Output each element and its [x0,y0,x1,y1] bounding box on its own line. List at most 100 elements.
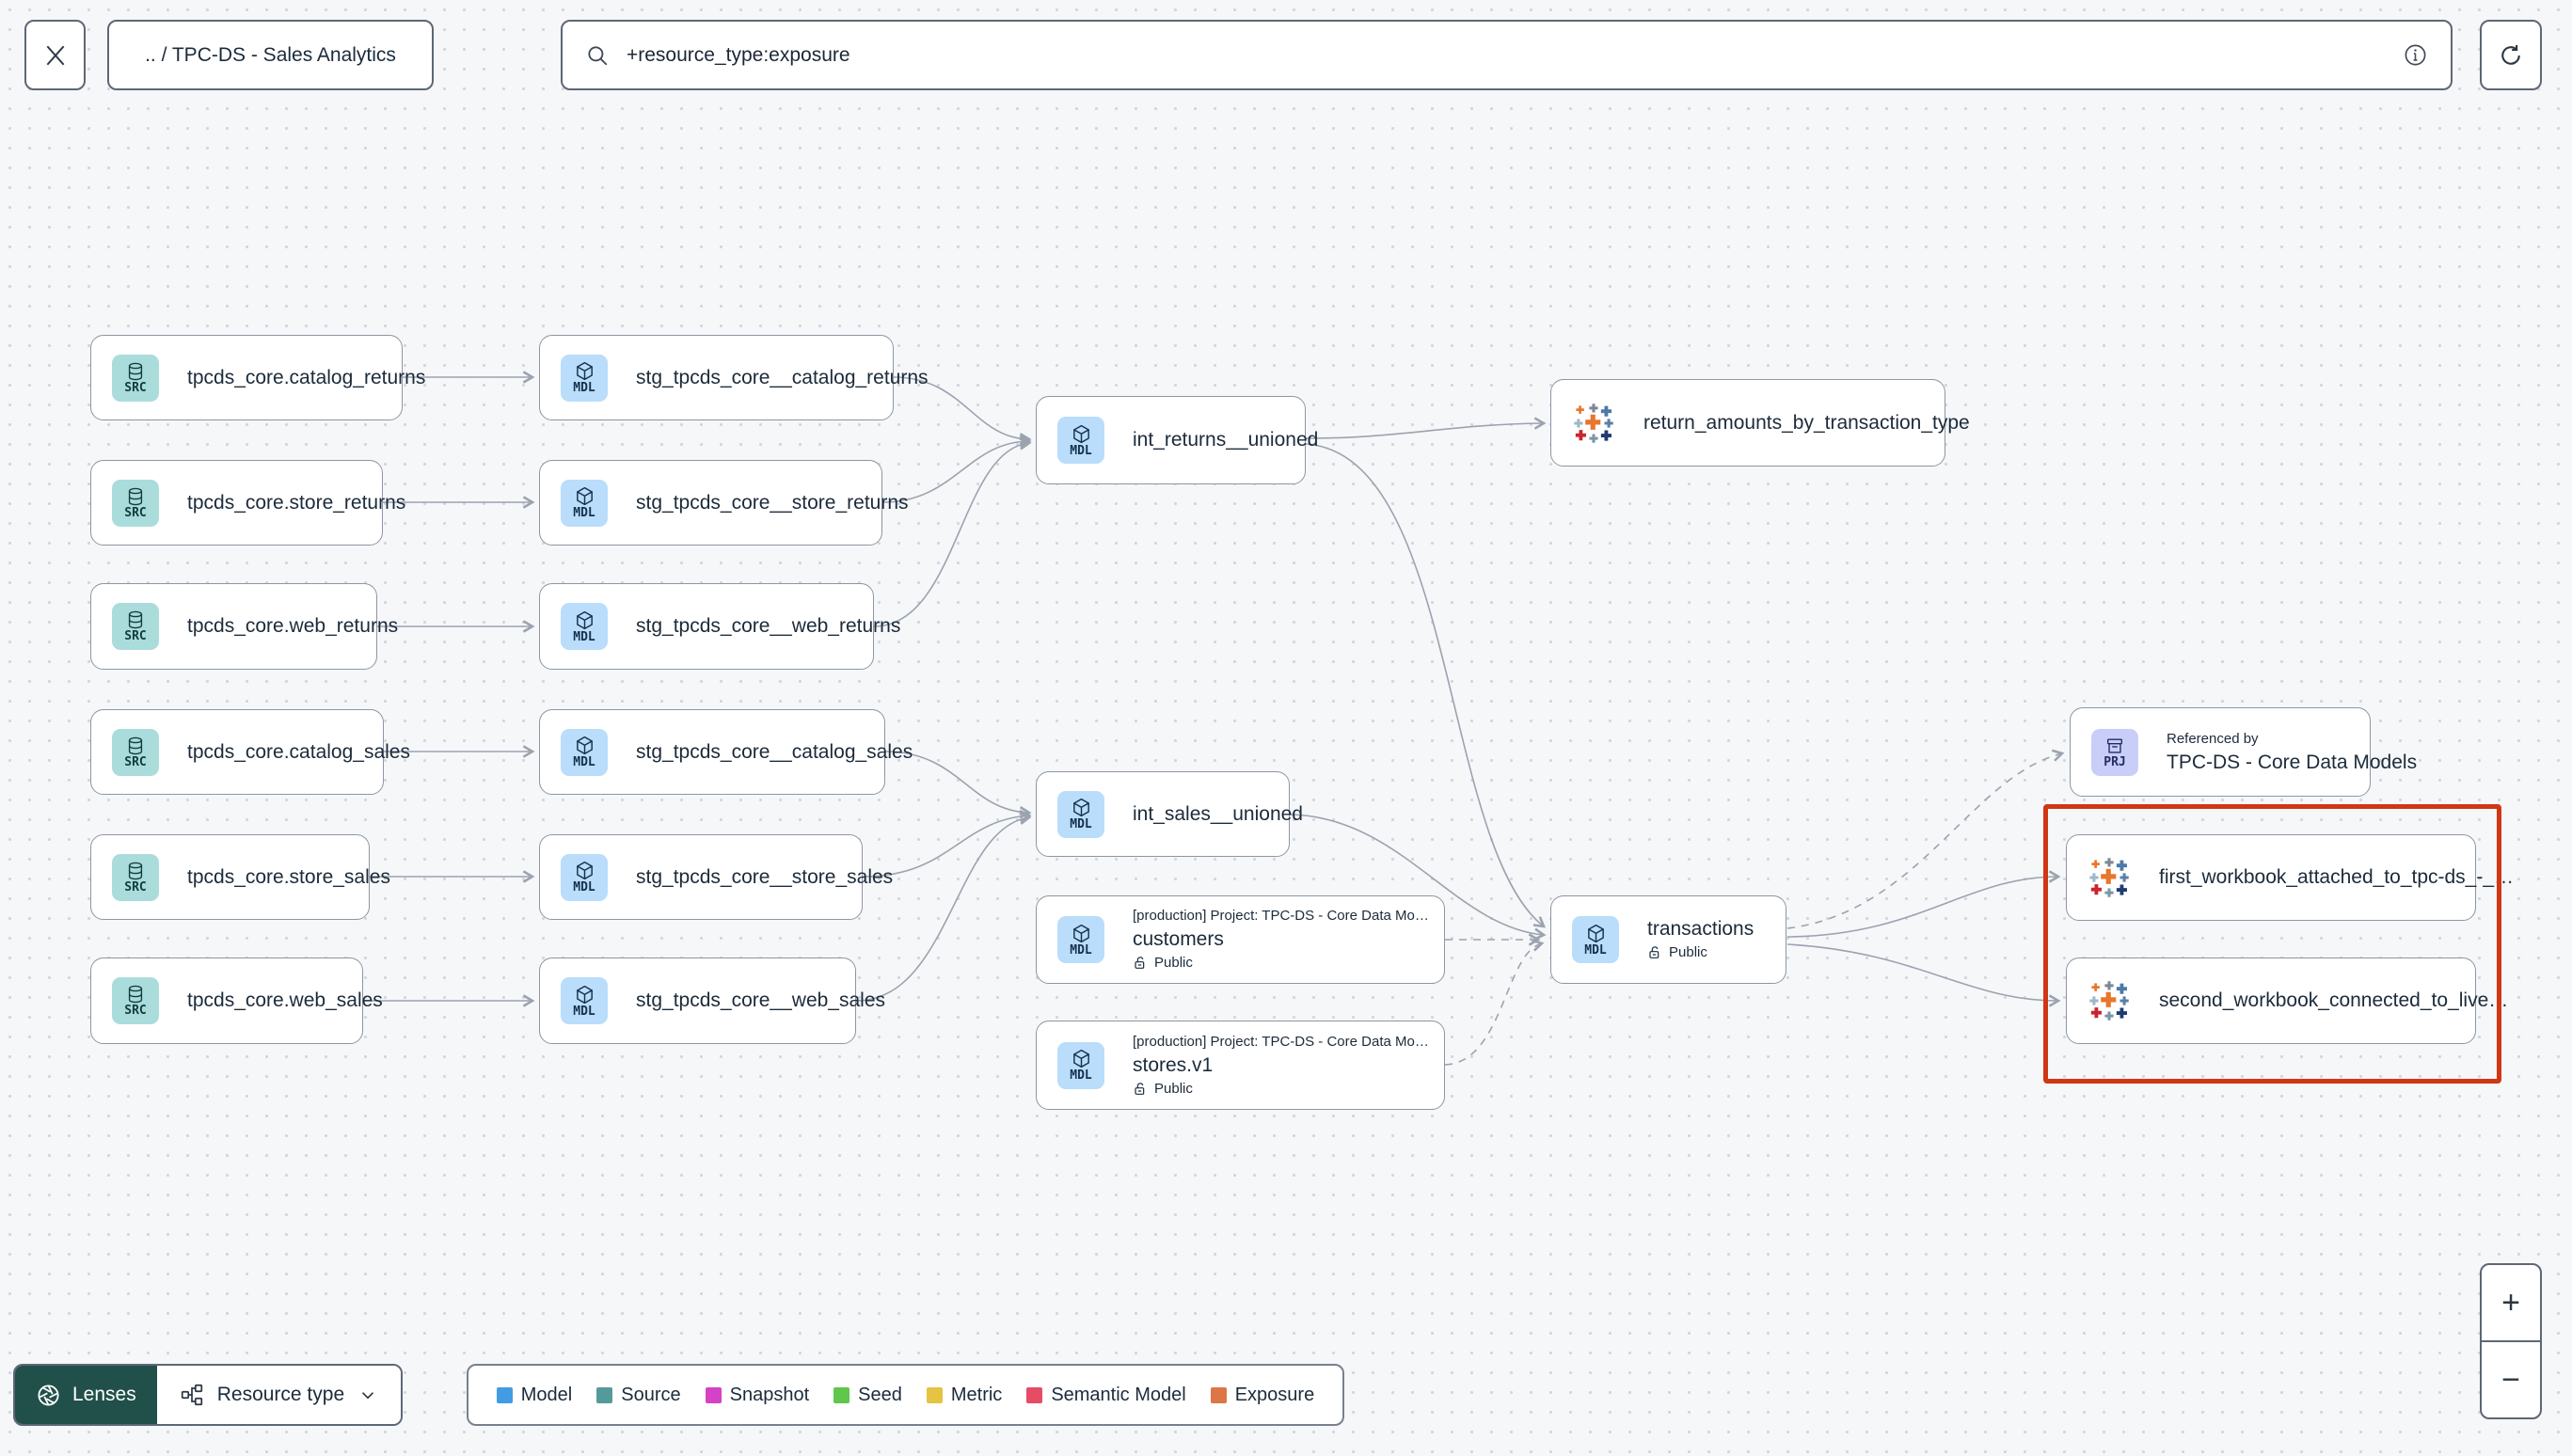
node-label: stores.v1 [1133,1053,1214,1076]
zoom-out-label: − [2501,1361,2520,1398]
node-label: tpcds_core.store_returns [187,491,406,514]
model-icon: MDL [1057,916,1104,963]
node-label: second_workbook_connected_to_live… [2159,989,2509,1011]
legend-swatch [1026,1386,1043,1403]
lock-open-icon [1135,957,1145,969]
lock-open-icon [1649,946,1659,958]
legend-swatch [926,1386,943,1403]
legend-item-seed: Seed [834,1385,902,1406]
legend-swatch [496,1386,513,1403]
legend-item-semantic-model: Semantic Model [1026,1384,1186,1406]
node-caption: Referenced by [2167,730,2259,747]
refresh-button[interactable] [2480,20,2542,90]
node-label: stg_tpcds_core__store_sales [636,865,894,888]
node-second-workbook[interactable]: second_workbook_connected_to_live… [2066,957,2509,1044]
search-input[interactable] [625,42,2388,68]
node-label: int_returns__unioned [1133,429,1319,451]
source-icon: SRC [112,354,159,402]
node-stg-store-returns[interactable]: MDL stg_tpcds_core__store_returns [539,460,909,546]
access-label: Public [1154,955,1193,971]
node-return-amounts-by-transaction-type[interactable]: return_amounts_by_transaction_type [1550,379,1970,467]
chevron-down-icon [362,1392,374,1400]
model-icon: MDL [561,479,608,527]
close-button[interactable] [24,20,86,90]
legend-label: Semantic Model [1051,1384,1186,1405]
search-bar [561,20,2453,90]
zoom-in-button[interactable]: + [2482,1265,2540,1340]
node-label: tpcds_core.catalog_sales [187,740,410,763]
node-int-sales-unioned[interactable]: MDL int_sales__unioned [1036,771,1303,857]
node-label: stg_tpcds_core__store_returns [636,491,909,514]
legend-label: Exposure [1234,1384,1315,1405]
tableau-icon [2088,979,2131,1022]
zoom-in-label: + [2501,1284,2520,1321]
legend-item-model: Model [496,1384,573,1406]
node-label: stg_tpcds_core__web_returns [636,615,901,637]
model-icon: MDL [561,977,608,1024]
node-label: stg_tpcds_core__catalog_sales [636,740,913,763]
source-icon: SRC [112,853,159,901]
breadcrumb-label: .. / TPC-DS - Sales Analytics [145,43,396,66]
node-label: tpcds_core.store_sales [187,865,390,888]
legend-swatch [834,1386,850,1403]
access-label: Public [1154,1080,1193,1097]
access-label: Public [1669,944,1707,960]
node-stg-web-sales[interactable]: MDL stg_tpcds_core__web_sales [539,957,886,1044]
resource-type-dropdown[interactable]: Resource type [156,1366,402,1424]
model-icon: MDL [1572,916,1619,963]
node-stores-v1[interactable]: MDL[production] Project: TPC-DS - Core D… [1036,1021,1445,1110]
model-icon: MDL [561,603,608,650]
lenses-label: Lenses [72,1384,136,1405]
source-icon: SRC [112,603,159,650]
node-label: tpcds_core.catalog_returns [187,366,426,388]
tableau-icon [1572,402,1615,445]
node-label: tpcds_core.web_sales [187,989,383,1011]
node-label: stg_tpcds_core__web_sales [636,989,886,1011]
lenses-button[interactable]: Lenses [15,1366,157,1424]
node-src-store-sales[interactable]: SRC tpcds_core.store_sales [90,834,390,920]
aperture-icon [38,1384,59,1406]
zoom-out-button[interactable]: − [2482,1342,2540,1417]
info-icon[interactable] [2403,42,2428,68]
breadcrumb[interactable]: .. / TPC-DS - Sales Analytics [107,20,434,90]
close-icon [46,45,64,65]
legend-label: Model [520,1384,573,1405]
node-src-store-returns[interactable]: SRC tpcds_core.store_returns [90,460,406,546]
source-icon: SRC [112,479,159,527]
node-customers[interactable]: MDL [production] Project: TPC-DS - Core D… [1036,895,1445,984]
legend-label: Seed [858,1384,902,1405]
node-stg-web-returns[interactable]: MDL stg_tpcds_core__web_returns [539,583,901,670]
model-icon: MDL [1057,790,1104,838]
lens-controls: Lenses Resource type [13,1364,404,1426]
legend-label: Snapshot [729,1384,810,1405]
node-caption: [production] Project: TPC-DS - Core Data… [1133,908,1429,924]
legend-item-snapshot: Snapshot [705,1384,810,1406]
legend-item-exposure: Exposure [1210,1384,1315,1406]
legend-item-metric: Metric [926,1385,1002,1406]
project-icon: PRJ [2091,728,2138,776]
node-first-workbook[interactable]: first_workbook_attached_to_tpc-ds_-_… [2066,834,2515,921]
node-access: Public [1647,944,1754,961]
node-label: customers [1133,928,1224,950]
node-label: int_sales__unioned [1133,802,1303,825]
node-caption: [production] Project: TPC-DS - Core Data… [1133,1033,1429,1050]
node-label: first_workbook_attached_to_tpc-ds_-_… [2159,866,2515,888]
search-icon [588,45,608,65]
legend-swatch [1210,1386,1227,1403]
node-src-catalog-sales[interactable]: SRC tpcds_core.catalog_sales [90,709,410,795]
node-access: Public [1133,955,1423,972]
node-src-catalog-returns[interactable]: SRC tpcds_core.catalog_returns [90,335,426,420]
source-icon: SRC [112,728,159,776]
refresh-icon [2501,44,2520,65]
